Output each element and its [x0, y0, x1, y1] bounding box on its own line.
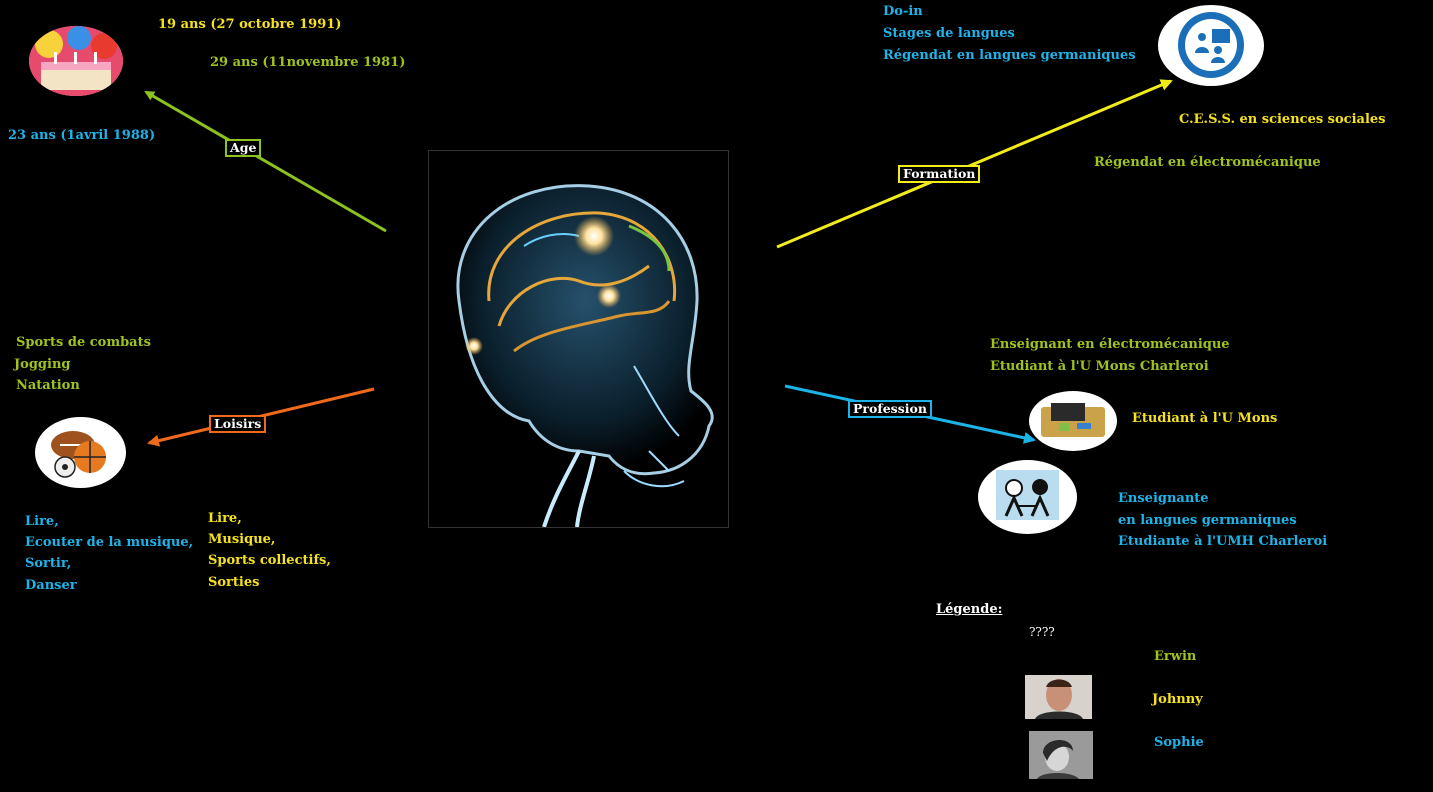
loisirs-erwin-1: Sports de combats: [16, 335, 151, 350]
circuit-board-icon: [1029, 391, 1117, 451]
age-erwin: 29 ans (11novembre 1981): [210, 55, 406, 70]
legend-erwin: Erwin: [1154, 649, 1197, 664]
formation-johnny: C.E.S.S. en sciences sociales: [1179, 112, 1386, 127]
profession-erwin-2: Etudiant à l'U Mons Charleroi: [990, 359, 1209, 374]
formation-sophie-2: Stages de langues: [883, 26, 1015, 41]
formation-sophie-3: Régendat en langues germaniques: [883, 48, 1136, 63]
birthday-cake-icon: [29, 26, 123, 96]
formation-sophie-1: Do-in: [883, 4, 923, 19]
loisirs-johnny-3: Sports collectifs,: [208, 553, 331, 568]
loisirs-johnny-1: Lire,: [208, 511, 242, 526]
classroom-icon: [1158, 5, 1264, 86]
loisirs-sophie-4: Danser: [25, 578, 77, 593]
profession-sophie-1: Enseignante: [1118, 491, 1209, 506]
profession-sophie-3: Etudiante à l'UMH Charleroi: [1118, 534, 1328, 549]
johnny-photo: [1025, 675, 1092, 719]
loisirs-erwin-2: Jogging: [14, 357, 71, 372]
age-sophie: 23 ans (1avril 1988): [8, 128, 156, 143]
profession-sophie-2: en langues germaniques: [1118, 513, 1297, 528]
teacher-student-icon: [978, 460, 1077, 534]
formation-erwin: Régendat en électromécanique: [1094, 155, 1321, 170]
age-johnny: 19 ans (27 octobre 1991): [158, 17, 342, 32]
loisirs-sophie-2: Ecouter de la musique,: [25, 535, 194, 550]
legend-johnny: Johnny: [1152, 692, 1203, 707]
profession-johnny: Etudiant à l'U Mons: [1132, 411, 1278, 426]
legend-unknown: ????: [1029, 625, 1055, 639]
loisirs-johnny-2: Musique,: [208, 532, 276, 547]
formation-label: Formation: [898, 165, 981, 183]
sports-balls-icon: [35, 417, 126, 488]
formation-arrow: [776, 79, 1173, 249]
loisirs-label: Loisirs: [209, 415, 267, 433]
age-arrow: [144, 90, 387, 233]
profession-label: Profession: [848, 400, 932, 418]
legend-title: Légende:: [936, 602, 1003, 617]
age-label: Age: [225, 139, 262, 157]
sophie-photo: [1029, 731, 1093, 779]
brain-xray-image: [428, 150, 729, 528]
loisirs-erwin-3: Natation: [16, 378, 80, 393]
loisirs-sophie-1: Lire,: [25, 514, 59, 529]
profession-erwin-1: Enseignant en électromécanique: [990, 337, 1230, 352]
legend-sophie: Sophie: [1154, 735, 1204, 750]
loisirs-johnny-4: Sorties: [208, 575, 260, 590]
loisirs-sophie-3: Sortir,: [25, 556, 72, 571]
